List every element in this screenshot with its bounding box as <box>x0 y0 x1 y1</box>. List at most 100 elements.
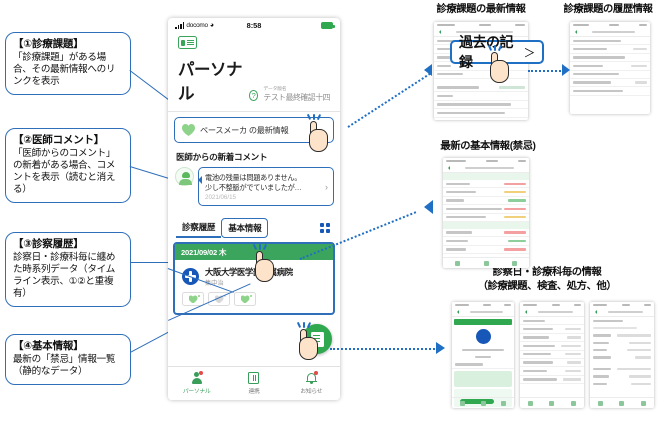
thumb-row <box>590 354 654 361</box>
thumb-green-note <box>454 371 512 388</box>
id-card-lines <box>186 39 194 46</box>
comment-bubble[interactable]: 電池の残量は問題ありません。 少し不整脈がでていましたが… 2021/06/15… <box>198 167 334 207</box>
thumb-row <box>443 205 529 214</box>
thumb-row <box>434 92 528 101</box>
thumbnail-latest-basic-info[interactable] <box>443 158 529 268</box>
thumb-section-header <box>443 173 529 180</box>
heart-icon <box>182 124 195 136</box>
thumb-row <box>590 347 654 354</box>
thumb-nav-bar <box>434 28 528 37</box>
thumbnail-visit-detail-labs[interactable] <box>520 302 584 408</box>
status-signal: docomo ◕ <box>175 22 214 29</box>
pacemaker-link-highlight[interactable]: ペースメーカ の最新情報 <box>174 117 334 143</box>
data-version-meta: データ版名 テスト最終確認十四 <box>263 85 330 103</box>
hospital-name: 大阪大学医学部附属病院 <box>205 267 293 278</box>
thumb-nav-bar <box>520 308 584 317</box>
thumb-row <box>434 71 528 79</box>
signal-bars-icon <box>175 22 185 29</box>
thumb-row <box>520 317 584 326</box>
callout-3-title: 【③診察履歴】 <box>13 238 84 250</box>
leader-line-3 <box>130 262 172 264</box>
thumb-row <box>590 317 654 324</box>
grid-view-icon[interactable] <box>320 223 330 234</box>
callout-2-title: 【②医師コメント】 <box>13 134 105 146</box>
record-chip[interactable] <box>234 292 256 307</box>
thumb-row <box>452 353 514 360</box>
thumb-row <box>570 37 650 46</box>
thumbnail-clinical-issue-history[interactable] <box>570 22 650 114</box>
record-chip-list <box>175 290 333 313</box>
carrier-label: docomo <box>186 22 208 29</box>
heading-per-visit-info: 診察日・診療科毎の情報 <box>492 267 602 278</box>
tab-renkei[interactable]: 連携 <box>225 367 282 400</box>
tap-spark-icon <box>252 243 268 253</box>
callout-2-doctor-comment: 【②医師コメント】 「医師からのコメント」の新着がある場合、コメントを表示（読む… <box>5 128 131 203</box>
thumbnail-latest-clinical-issue[interactable] <box>434 22 528 120</box>
thumb-row <box>443 246 529 255</box>
thumb-status-bar <box>443 158 529 164</box>
tab-bar-history-basic: 診察履歴 基本情報 <box>168 212 340 239</box>
thumb-hospital-icon <box>452 329 514 344</box>
connector-past-records-to-history <box>528 70 564 72</box>
tab-visit-history[interactable]: 診察履歴 <box>176 218 222 239</box>
record-chip[interactable] <box>208 292 230 307</box>
tap-spark-icon <box>306 113 322 123</box>
comment-row[interactable]: 電池の残量は問題ありません。 少し不整脈がでていましたが… 2021/06/15… <box>168 165 340 212</box>
battery-icon <box>321 22 335 29</box>
thumbnail-visit-detail-overview[interactable] <box>452 302 514 408</box>
thumb-row <box>520 334 584 343</box>
callout-3-visit-history: 【③診察履歴】 診察日・診療科毎に纏めた時系列データ（タイムライン表示、①②と重… <box>5 232 131 307</box>
thumb-row <box>570 79 650 88</box>
tab-basic-info[interactable]: 基本情報 <box>221 218 269 239</box>
comment-section-title: 医師からの新着コメント <box>176 152 268 162</box>
id-card-icon[interactable] <box>178 36 197 49</box>
thumb-row <box>443 180 529 189</box>
thumb-row <box>520 376 584 385</box>
status-clock: 8:58 <box>246 21 262 30</box>
pacemaker-row[interactable]: ペースメーカ の最新情報 <box>175 118 333 142</box>
thumb-row <box>570 62 650 71</box>
thumb-row <box>520 325 584 334</box>
thumb-status-bar <box>590 302 654 308</box>
doctor-avatar-icon <box>175 167 194 186</box>
thumb-row <box>443 214 529 222</box>
thumb-status-bar <box>434 22 528 28</box>
connector-pacemaker-to-latest <box>347 72 431 128</box>
phone-mockup: docomo ◕ 8:58 パーソナル ? データ版名 テスト最終確認十四 <box>168 18 340 400</box>
leader-line-1 <box>129 70 172 103</box>
tab-notifications[interactable]: お知らせ <box>283 367 340 400</box>
heading-per-visit-info-sub: （診療課題、検査、処方、他） <box>477 281 617 292</box>
arrowhead-basic-info <box>424 200 433 214</box>
thumb-row <box>570 54 650 63</box>
thumb-row <box>590 339 654 346</box>
callout-1-title: 【①診療課題】 <box>13 38 84 50</box>
help-icon[interactable]: ? <box>249 90 259 101</box>
thumb-row <box>570 45 650 54</box>
thumb-row <box>520 351 584 359</box>
page-title: パーソナル <box>178 61 243 103</box>
wifi-icon: ◕ <box>209 22 215 29</box>
thumb-row <box>443 188 529 197</box>
tap-hand-basic-info <box>252 243 278 283</box>
id-card-photo <box>181 39 185 46</box>
arrowhead-latest <box>424 64 432 76</box>
heading-clinical-issue-history: 診療課題の履歴情報 <box>563 4 653 15</box>
arrowhead-visit-detail <box>436 342 445 354</box>
page-title-row: パーソナル ? データ版名 テスト最終確認十四 <box>178 56 330 104</box>
comment-date: 2021/06/15 <box>205 194 236 202</box>
record-chip[interactable] <box>182 292 204 307</box>
thumb-row <box>590 365 654 372</box>
thumb-row <box>443 237 529 246</box>
tab-personal[interactable]: パーソナル <box>168 367 225 400</box>
person-icon <box>191 371 204 384</box>
tab-personal-label: パーソナル <box>182 389 211 395</box>
status-battery <box>321 22 335 29</box>
thumb-row <box>590 380 654 387</box>
callout-2-body: 「医師からのコメント」の新着がある場合、コメントを表示（読むと消える） <box>13 148 116 195</box>
thumb-tab-bar <box>590 397 654 408</box>
bottom-tab-bar: パーソナル 連携 お知らせ <box>168 366 340 400</box>
thumbnail-visit-detail-prescription[interactable] <box>590 302 654 408</box>
thumb-nav-bar <box>452 308 514 317</box>
thumb-row <box>443 197 529 206</box>
